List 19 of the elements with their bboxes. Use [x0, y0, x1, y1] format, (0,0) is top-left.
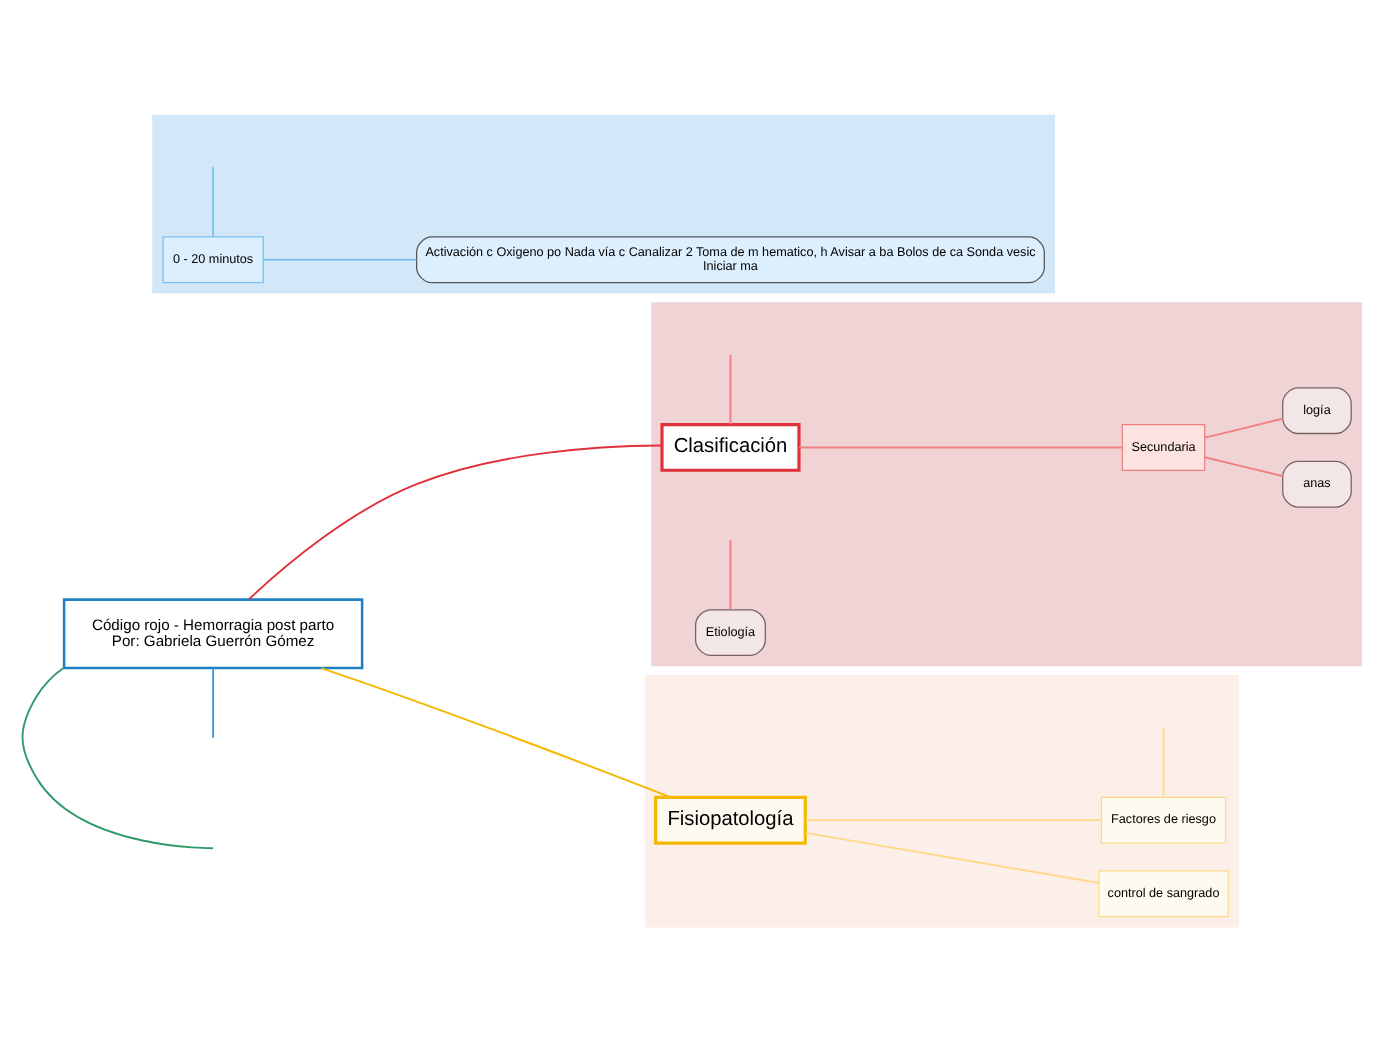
connector [729, 352, 732, 425]
connector [262, 257, 418, 260]
cluster [644, 674, 1239, 927]
cluster [152, 113, 1056, 293]
connector [1203, 455, 1284, 477]
connector [729, 538, 732, 610]
connector [804, 830, 1100, 883]
connector [798, 445, 1123, 448]
connector [212, 165, 215, 237]
connector [320, 666, 672, 798]
node-box: Clasificación [660, 422, 801, 471]
cluster [651, 301, 1362, 666]
connector [212, 666, 215, 738]
connector [1203, 416, 1284, 438]
connector [804, 818, 1103, 821]
connector [1162, 725, 1165, 798]
connector [247, 443, 663, 600]
node-box: Fisiopatología [654, 794, 807, 844]
connector [21, 665, 215, 849]
